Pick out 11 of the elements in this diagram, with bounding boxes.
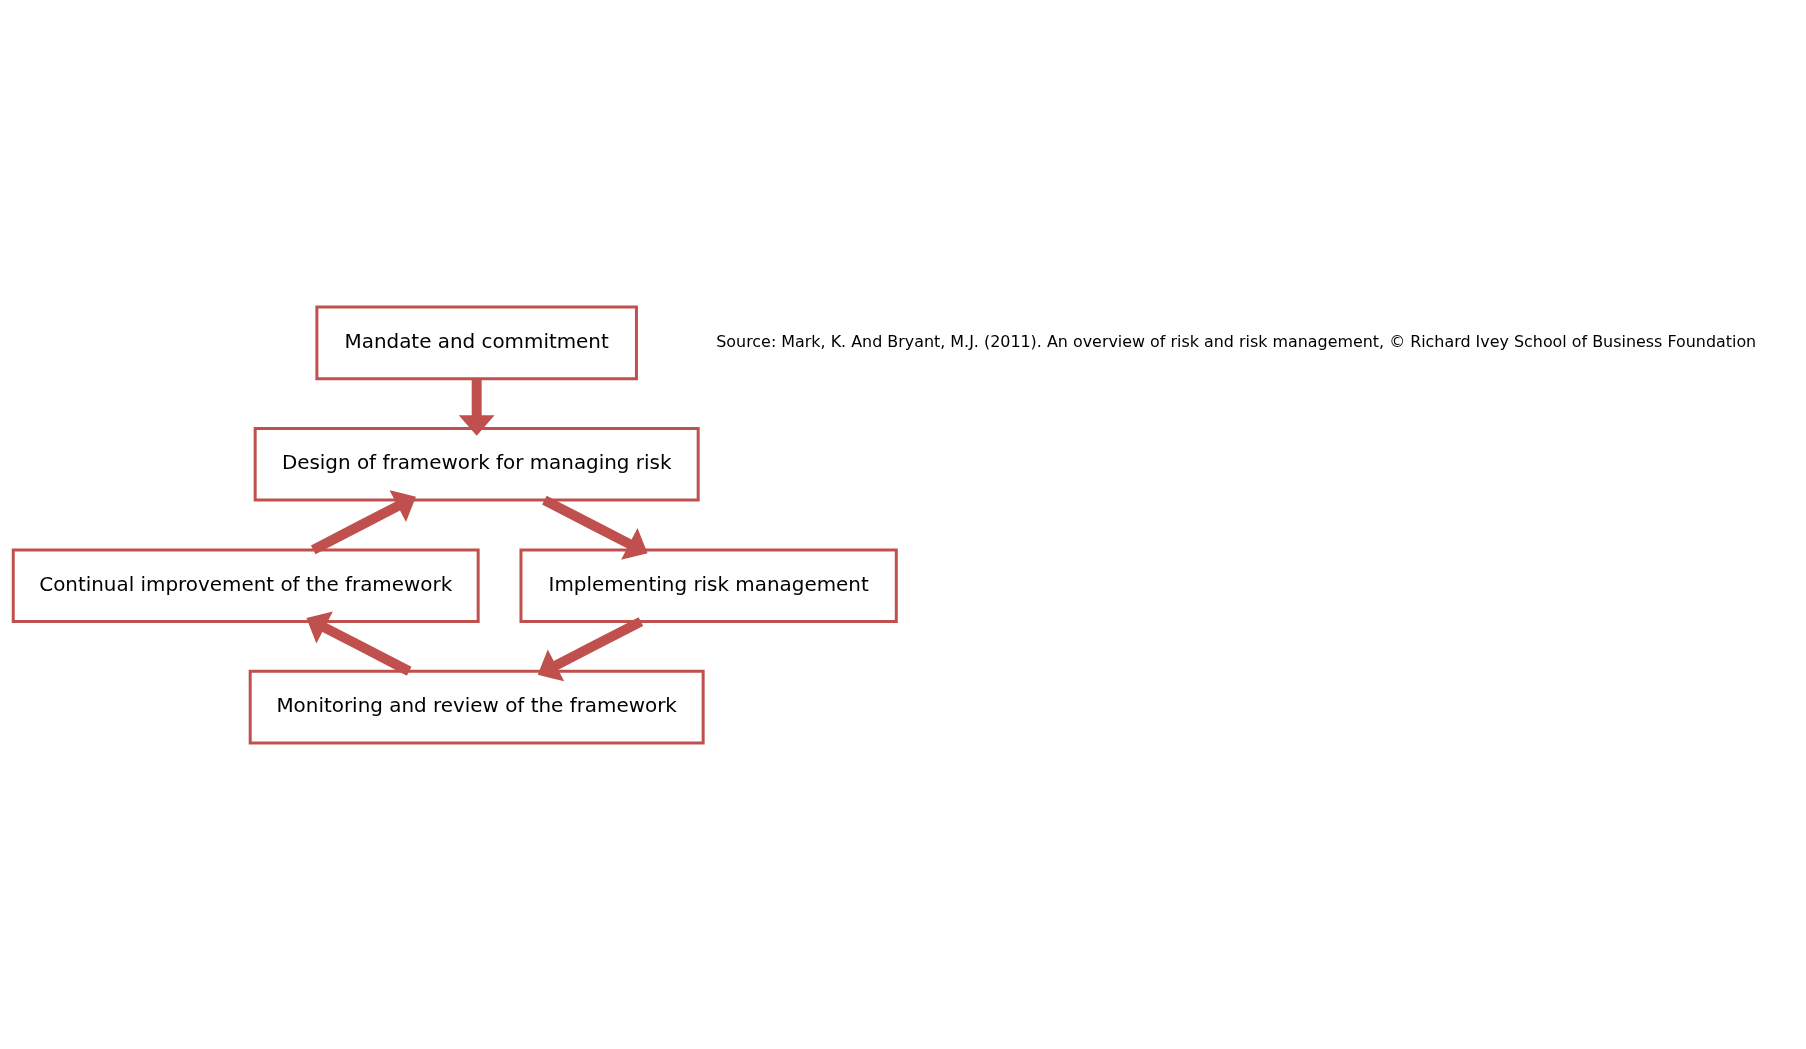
node-box: Monitoring and review of the framework (248, 669, 705, 744)
arrow (306, 611, 412, 676)
node-box: Design of framework for managing risk (253, 426, 700, 502)
arrow (542, 495, 648, 560)
label: Source: Mark, K. And Bryant, M.J. (2011). An overview of risk and risk management, © Richard Ivey School of Business Foundation (716, 331, 1757, 351)
arrow (537, 616, 644, 681)
arrow (458, 378, 495, 436)
node-box: Continual improvement of the framework (11, 547, 480, 623)
arrow (310, 489, 416, 554)
node-box: Mandate and commitment (315, 305, 638, 380)
node-box: Implementing risk management (519, 547, 898, 623)
